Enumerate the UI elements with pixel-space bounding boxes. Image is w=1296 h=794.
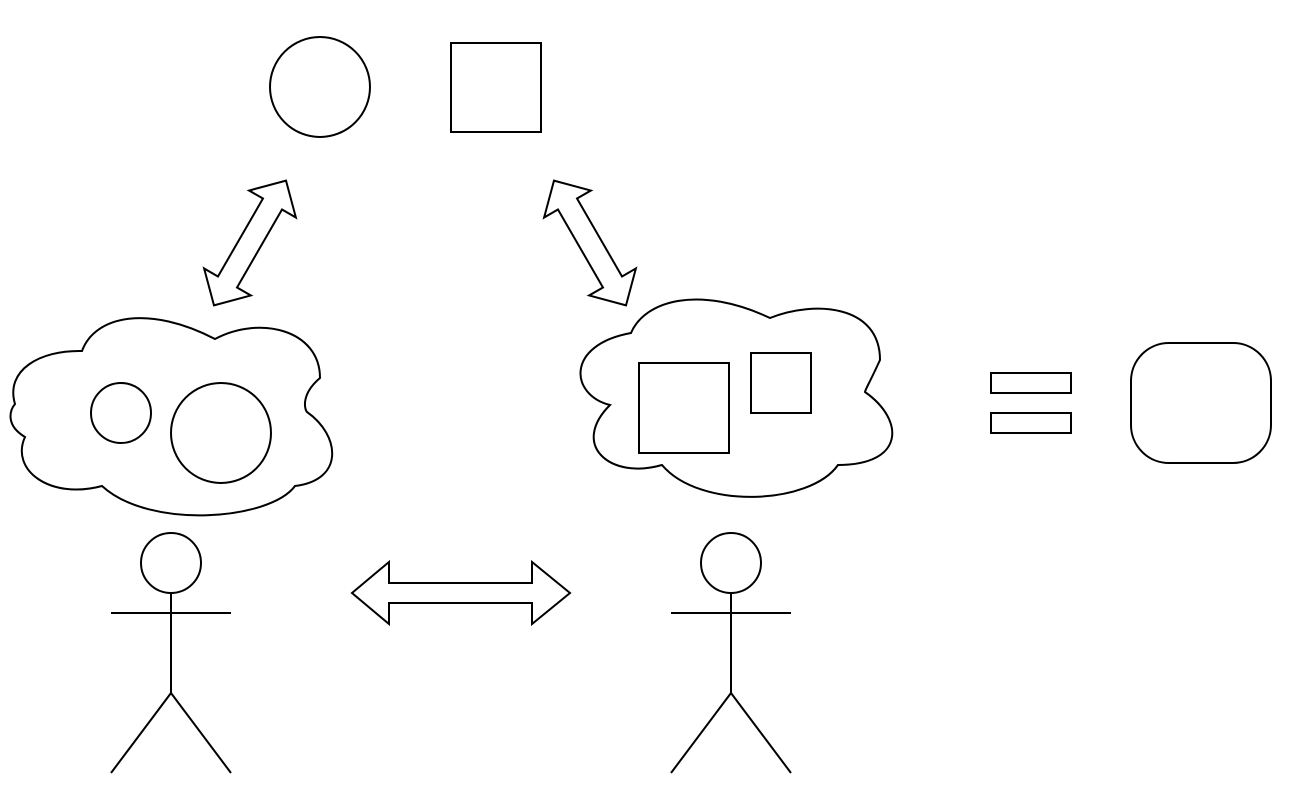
result-rounded-square — [1130, 342, 1272, 464]
double-arrow-between-people — [350, 559, 572, 627]
right-thought-cloud — [579, 298, 894, 498]
thought-small-square — [750, 352, 812, 414]
right-person-icon — [670, 532, 792, 774]
double-arrow-square-to-right-cloud — [542, 179, 638, 307]
thought-large-circle — [170, 382, 272, 484]
thought-small-circle — [90, 382, 152, 444]
left-person-icon — [110, 532, 232, 774]
double-arrow-circle-to-left-cloud — [202, 179, 298, 307]
concept-square — [450, 42, 542, 133]
left-thought-cloud — [9, 317, 334, 517]
concept-circle — [269, 36, 371, 138]
thought-large-square — [638, 362, 730, 454]
equals-sign — [990, 372, 1072, 434]
